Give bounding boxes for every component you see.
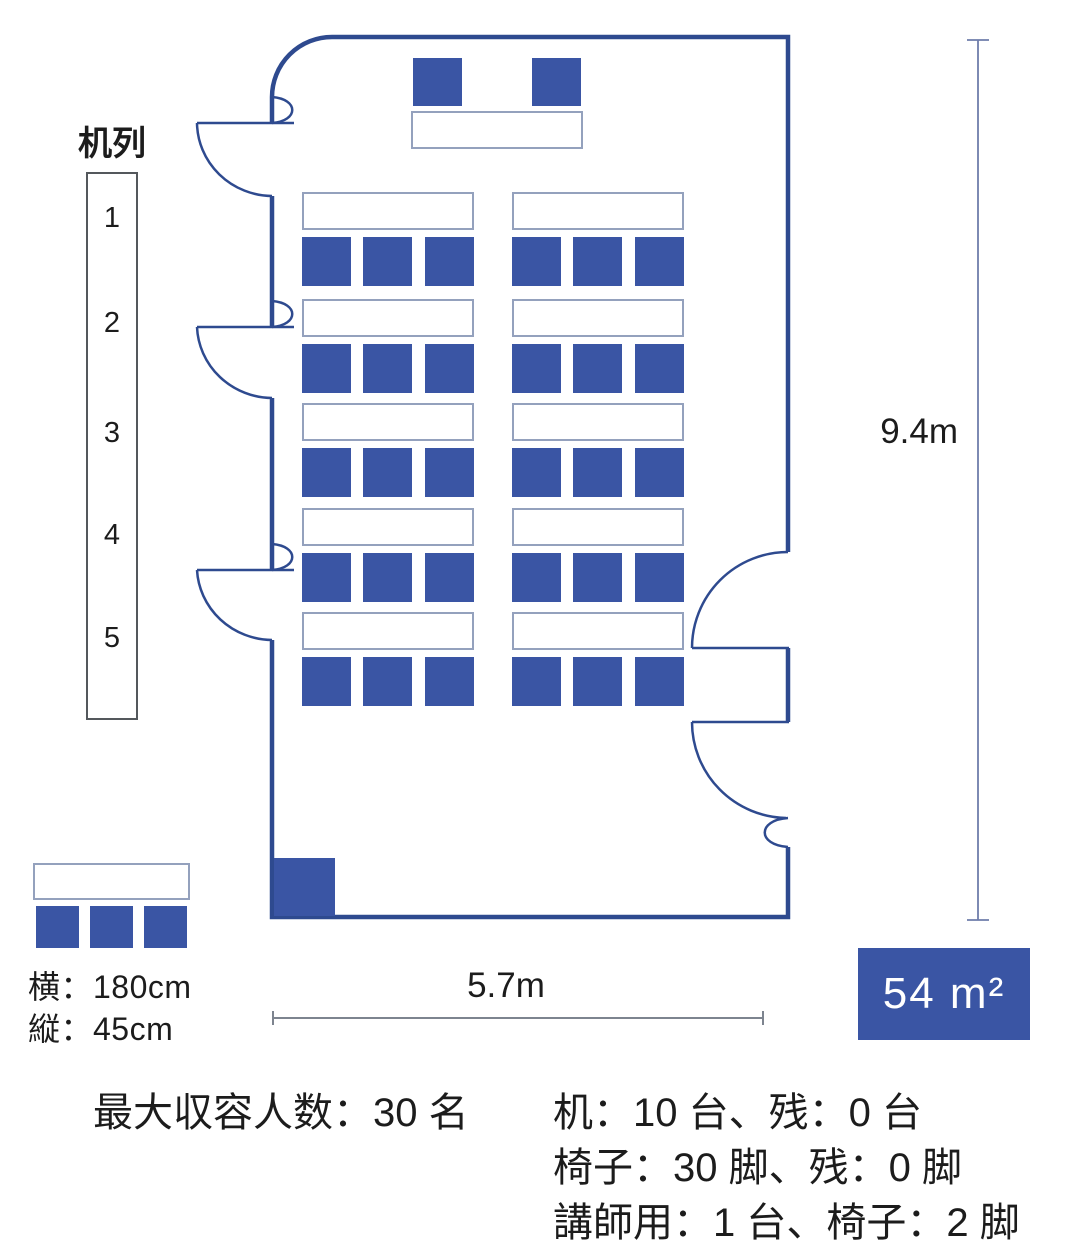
chair: [425, 553, 474, 602]
chair: [573, 657, 622, 706]
chair: [635, 344, 684, 393]
chair: [302, 237, 351, 286]
door-swing-arc: [195, 326, 273, 400]
lecturer-chair: [532, 58, 581, 106]
door-swing-arc: [195, 569, 273, 642]
chair: [512, 344, 561, 393]
chair: [512, 553, 561, 602]
doors: [195, 95, 789, 849]
row-number-5: 5: [103, 622, 121, 654]
chair: [635, 448, 684, 497]
row-number-3: 3: [103, 417, 121, 449]
lecturer-desk: [411, 111, 583, 149]
desk-group-row2-right: [512, 299, 684, 396]
chair: [425, 657, 474, 706]
inventory-text: 机：10 台、残：0 台 椅子：30 脚、残：0 脚 講師用：1 台、椅子：2 …: [553, 1086, 1020, 1251]
desk: [512, 299, 684, 337]
chair: [635, 237, 684, 286]
desk-group-row2-left: [302, 299, 474, 396]
wall-bottom-left: [269, 640, 791, 920]
desk: [512, 508, 684, 546]
chair: [512, 657, 561, 706]
door-swing-arc: [195, 122, 273, 198]
desk-group-row3-right: [512, 403, 684, 500]
row-number-2: 2: [103, 307, 121, 339]
row-number-4: 4: [103, 519, 121, 551]
dimension-lines: [272, 39, 989, 1025]
desk: [512, 403, 684, 441]
inventory-line-lecturer: 講師用：1 台、椅子：2 脚: [553, 1201, 1020, 1245]
chair: [425, 448, 474, 497]
legend-chair: [90, 906, 133, 948]
desk: [302, 299, 474, 337]
desk-group-row5-left: [302, 612, 474, 709]
chair: [573, 448, 622, 497]
chair: [363, 657, 412, 706]
room-area-label: 54 m²: [882, 969, 1006, 1018]
desk: [512, 612, 684, 650]
chair: [573, 553, 622, 602]
chair: [635, 553, 684, 602]
desk-group-row5-right: [512, 612, 684, 709]
room-height-label: 9.4m: [880, 412, 958, 451]
chair: [635, 657, 684, 706]
door-frame-bump: [271, 542, 294, 572]
legend-desk-depth-label: 縦：45cm: [28, 1011, 174, 1047]
room-width-label: 5.7m: [467, 966, 545, 1005]
legend-chair: [144, 906, 187, 948]
height-dimension-line: [967, 39, 989, 921]
chair: [363, 553, 412, 602]
desk-group-row3-left: [302, 403, 474, 500]
inventory-line-desks: 机：10 台、残：0 台: [553, 1091, 922, 1135]
lecturer-chair: [413, 58, 462, 106]
chair: [302, 448, 351, 497]
chair: [302, 657, 351, 706]
chair: [425, 344, 474, 393]
corner-cabinet-block: [274, 858, 335, 916]
capacity-text: 最大収容人数：30 名: [93, 1091, 469, 1135]
chair: [363, 344, 412, 393]
chair: [573, 344, 622, 393]
legend-desk-width-label: 横：180cm: [28, 969, 192, 1005]
chair: [512, 448, 561, 497]
door-frame-bump: [763, 816, 789, 849]
door-frame-bump: [271, 299, 294, 329]
inventory-line-chairs: 椅子：30 脚、残：0 脚: [553, 1146, 962, 1190]
chair: [363, 448, 412, 497]
desk: [512, 192, 684, 230]
room-area-badge: 54 m²: [858, 948, 1030, 1040]
door-swing-arc: [690, 721, 787, 820]
desk-rows-title: 机列: [78, 125, 146, 163]
chair: [363, 237, 412, 286]
desk-group-row1-left: [302, 192, 474, 289]
door-swing-arc: [690, 550, 789, 649]
chair: [302, 553, 351, 602]
desk: [302, 192, 474, 230]
desk-group-row4-left: [302, 508, 474, 605]
chair: [573, 237, 622, 286]
chair: [425, 237, 474, 286]
room-walls: [269, 34, 791, 920]
desk-group-row1-right: [512, 192, 684, 289]
row-number-1: 1: [103, 202, 121, 234]
desk: [302, 508, 474, 546]
legend-desk: [33, 863, 190, 900]
door-frame-bump: [271, 95, 294, 125]
desk: [302, 612, 474, 650]
desk-group-row4-right: [512, 508, 684, 605]
desk: [302, 403, 474, 441]
desk-row-index-box: [86, 172, 138, 720]
chair: [512, 237, 561, 286]
chair: [302, 344, 351, 393]
legend-chair: [36, 906, 79, 948]
width-dimension-line: [272, 1011, 764, 1025]
wall-top-right: [269, 34, 791, 552]
